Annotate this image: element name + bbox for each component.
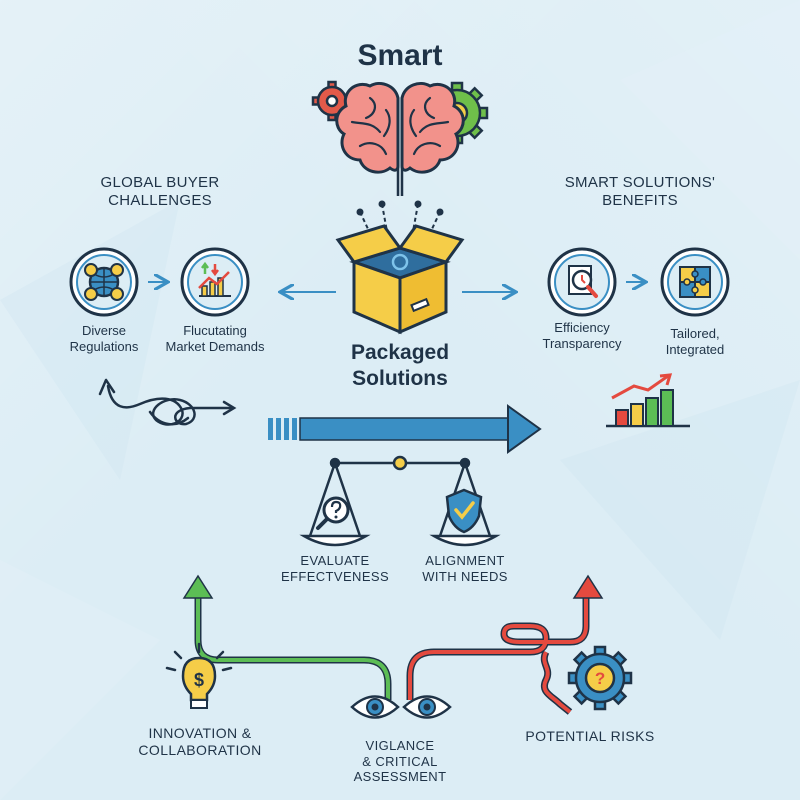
vigilance-label: VIGLANCE & CRITICAL ASSESSMENT <box>330 738 470 785</box>
benefit-label-tailored-line1: Tailored, <box>670 326 720 341</box>
magnifier-question-icon <box>316 496 350 530</box>
vigilance-line3: ASSESSMENT <box>353 769 447 785</box>
right-heading: SMART SOLUTIONS' BENEFITS <box>540 174 740 210</box>
main-title: Smart <box>357 39 443 72</box>
eyes-icon <box>350 695 452 719</box>
lightbulb-dollar-icon: $ <box>165 642 233 709</box>
challenge-label-regulations: Diverse Regulations <box>54 323 154 354</box>
box-icon <box>335 200 465 335</box>
innovation-line1: INNOVATION & <box>148 725 252 741</box>
puzzle-icon <box>660 247 730 317</box>
svg-text:$: $ <box>194 670 204 690</box>
alignment-line2: WITH NEEDS <box>422 568 508 584</box>
evaluate-effectiveness-label: EVALUATE EFFECTVENESS <box>270 553 400 584</box>
balance-scale-icon <box>299 455 501 547</box>
shield-check-icon <box>445 488 483 534</box>
challenge-label-regulations-line1: Diverse <box>81 323 127 338</box>
alignment-needs-label: ALIGNMENT WITH NEEDS <box>405 553 525 584</box>
brain-icon <box>335 82 465 196</box>
right-heading-line1: SMART SOLUTIONS' <box>564 174 716 191</box>
knot-arrow-icon <box>98 378 237 426</box>
packaged-solutions-label: Packaged Solutions <box>320 340 480 393</box>
evaluate-line1: EVALUATE <box>300 553 370 568</box>
challenge-label-regulations-line2: Regulations <box>69 338 139 354</box>
innovation-label: INNOVATION & COLLABORATION <box>120 725 280 759</box>
risk-path <box>406 574 604 715</box>
gear-icon-red <box>311 80 353 122</box>
left-heading-line1: GLOBAL BUYER <box>100 174 220 191</box>
benefit-label-efficiency-line1: Efficiency <box>554 320 610 335</box>
packaged-solutions-line2: Solutions <box>352 367 448 391</box>
vigilance-line2: & CRITICAL <box>362 753 438 769</box>
market-chart-icon <box>180 247 250 317</box>
benefit-label-efficiency-line2: Transparency <box>542 335 622 351</box>
left-heading: GLOBAL BUYER CHALLENGES <box>60 174 260 210</box>
innovation-line2: COLLABORATION <box>138 741 262 758</box>
evaluate-line2: EFFECTVENESS <box>280 568 390 584</box>
challenge-label-market: Flucutating Market Demands <box>150 323 280 354</box>
benefit-label-tailored-line2: Integrated <box>665 341 725 357</box>
alignment-line1: ALIGNMENT <box>425 553 505 568</box>
left-heading-line2: CHALLENGES <box>108 192 212 209</box>
packaged-solutions-line1: Packaged <box>350 341 450 364</box>
potential-risks-label: POTENTIAL RISKS <box>525 728 655 744</box>
benefit-label-efficiency: Efficiency Transparency <box>527 320 637 351</box>
challenge-label-market-line1: Flucutating <box>183 323 247 338</box>
magnifier-document-icon <box>547 247 617 317</box>
progress-arrow <box>268 404 542 454</box>
vigilance-line1: VIGLANCE <box>365 738 435 753</box>
challenge-label-market-line2: Market Demands <box>165 338 265 354</box>
benefit-label-tailored: Tailored, Integrated <box>640 326 750 357</box>
bar-chart-growth-icon <box>606 373 690 428</box>
svg-text:?: ? <box>595 669 605 688</box>
gear-question-icon: ? <box>567 645 633 711</box>
globe-document-icon <box>69 247 139 317</box>
right-heading-line2: BENEFITS <box>602 192 678 209</box>
